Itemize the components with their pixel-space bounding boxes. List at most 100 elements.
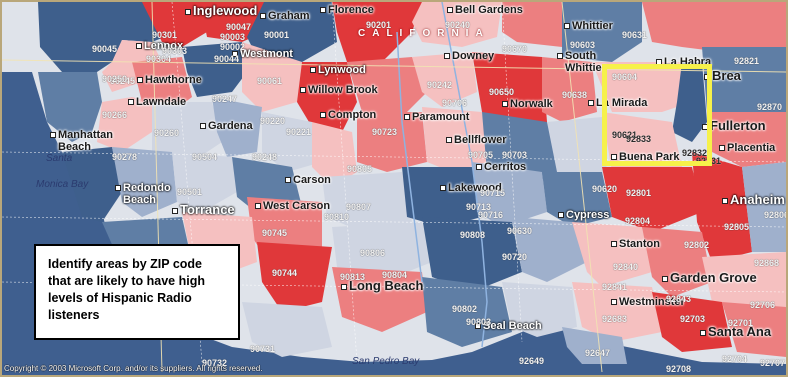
city-label[interactable]: Whittier xyxy=(564,20,613,32)
city-label[interactable]: Compton xyxy=(320,109,376,121)
city-label[interactable]: Santa Ana xyxy=(700,325,771,338)
city-name: Westmont xyxy=(240,48,293,60)
city-marker-icon xyxy=(557,53,563,60)
city-name: Fullerton xyxy=(710,118,766,133)
city-label[interactable]: Westmont xyxy=(232,48,293,60)
city-marker-icon xyxy=(722,197,728,204)
zip-code-label: 90805 xyxy=(347,164,373,174)
zip-code-label: 90604 xyxy=(612,72,638,82)
callout-box: Identify areas by ZIP code that are like… xyxy=(34,244,240,340)
city-name: Willow Brook xyxy=(308,84,378,96)
city-label[interactable]: Hawthorne xyxy=(137,74,202,86)
city-label[interactable]: Placentia xyxy=(719,142,775,154)
water-label-monica-bay: Monica Bay xyxy=(36,179,89,190)
zip-code-label: 90248 xyxy=(252,152,278,162)
zip-code-label: 90723 xyxy=(372,127,398,137)
zip-code-label: 92804 xyxy=(625,216,651,226)
city-marker-icon xyxy=(700,329,706,336)
city-label[interactable]: Bell Gardens xyxy=(447,4,523,16)
city-label[interactable]: Willow Brook xyxy=(300,84,378,96)
city-name: Lennox xyxy=(144,40,184,52)
zip-code-label: 90744 xyxy=(272,268,298,278)
city-label[interactable]: Paramount xyxy=(404,111,469,123)
city-marker-icon xyxy=(341,283,347,290)
zip-code-label: 90621 xyxy=(612,130,638,140)
zip-code-label: 90716 xyxy=(478,210,504,220)
city-name: Cerritos xyxy=(484,161,527,173)
city-label[interactable]: Carson xyxy=(285,174,331,186)
ocean xyxy=(2,72,786,375)
city-marker-icon xyxy=(588,100,594,107)
city-name: Long Beach xyxy=(349,278,424,293)
city-label[interactable]: Garden Grove xyxy=(662,271,757,284)
city-name: Paramount xyxy=(412,111,470,123)
city-marker-icon xyxy=(310,67,316,74)
city-name: Bell Gardens xyxy=(455,4,523,16)
zip-code-label: 92843 xyxy=(666,294,692,304)
city-label[interactable]: Cerritos xyxy=(476,161,526,173)
city-label[interactable]: Lawndale xyxy=(128,96,186,108)
city-label[interactable]: Lakewood xyxy=(440,182,502,194)
zip-zones xyxy=(38,2,786,364)
city-label[interactable]: Cypress xyxy=(558,209,609,221)
zip-code-label: 90221 xyxy=(286,127,312,137)
zip-code-label: 90304 xyxy=(146,54,172,64)
zip-code-label: 90804 xyxy=(382,270,408,280)
city-marker-icon xyxy=(232,51,238,58)
city-marker-icon xyxy=(185,8,191,15)
city-marker-icon xyxy=(440,185,446,192)
zip-code-label: 90670 xyxy=(502,44,528,54)
zip-code-label: 90803 xyxy=(466,317,492,327)
zip-code-label: 90630 xyxy=(507,226,533,236)
zip-code-label: 90731 xyxy=(250,344,276,354)
city-label[interactable]: Long Beach xyxy=(341,278,424,293)
city-marker-icon xyxy=(502,101,508,108)
zip-code-label: 92833 xyxy=(626,134,652,144)
city-label[interactable]: Buena Park xyxy=(611,151,680,163)
city-label[interactable]: Stanton xyxy=(611,238,660,250)
city-label[interactable]: Westminster xyxy=(611,296,685,308)
city-label[interactable]: La Mirada xyxy=(588,97,647,109)
zip-code-label: 90220 xyxy=(260,116,286,126)
zip-code-label: 90715 xyxy=(480,188,506,198)
zip-code-label: 90703 xyxy=(502,150,528,160)
city-label[interactable]: Lennox xyxy=(136,40,183,52)
city-name: Florence xyxy=(328,4,374,16)
zip-code-label: 90745 xyxy=(262,228,288,238)
zip-code-label: 90201 xyxy=(366,20,392,30)
city-label[interactable]: Gardena xyxy=(200,120,253,132)
zip-code-label: 90813 xyxy=(340,272,366,282)
city-label[interactable]: Inglewood xyxy=(185,3,258,18)
city-marker-icon xyxy=(137,77,143,84)
city-label[interactable]: Downey xyxy=(444,50,494,62)
zip-code-label: 90303 xyxy=(162,46,188,56)
city-label[interactable]: Bellflower xyxy=(446,134,507,146)
zip-code-label: 92868 xyxy=(754,258,780,268)
zip-code-label: 90808 xyxy=(460,230,486,240)
zip-code-label: 90504 xyxy=(192,152,218,162)
city-label[interactable]: Torrance xyxy=(172,203,235,216)
zip-code-label: 92806 xyxy=(764,210,788,220)
city-marker-icon xyxy=(611,241,617,248)
city-label[interactable]: Anaheim xyxy=(722,193,785,206)
zip-code-label: 92832 xyxy=(682,148,708,158)
city-marker-icon xyxy=(444,53,450,60)
city-label[interactable]: Graham xyxy=(260,10,310,22)
city-marker-icon xyxy=(320,112,326,119)
city-name: Lynwood xyxy=(318,64,366,76)
city-marker-icon xyxy=(611,299,617,306)
city-marker-icon xyxy=(285,177,291,184)
city-label[interactable]: Lynwood xyxy=(310,64,366,76)
city-marker-icon xyxy=(136,43,142,50)
city-name: Seal Beach xyxy=(483,320,542,332)
city-label[interactable]: West Carson xyxy=(255,200,330,212)
city-label[interactable]: Norwalk xyxy=(502,98,553,110)
city-marker-icon xyxy=(611,154,617,161)
city-label[interactable]: Florence xyxy=(320,4,374,16)
zip-code-label: 90260 xyxy=(154,128,180,138)
city-name: Inglewood xyxy=(193,3,258,18)
city-label[interactable]: Seal Beach xyxy=(475,320,542,332)
